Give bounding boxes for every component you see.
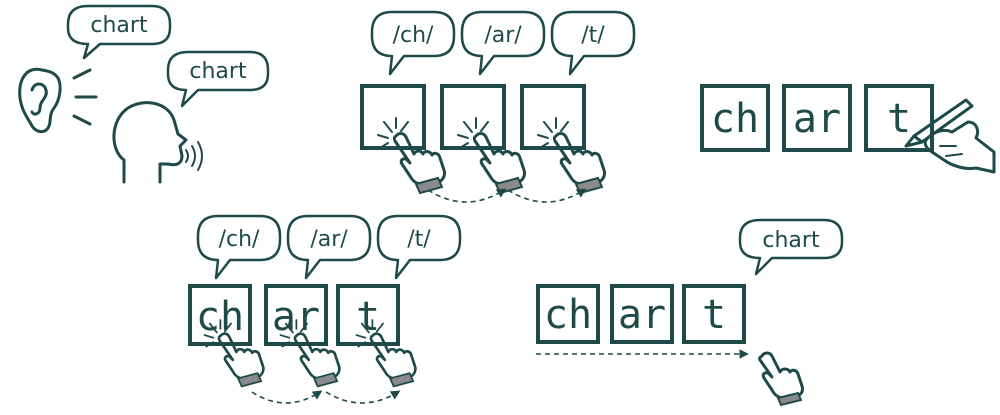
- sound-bubble-t: /t/: [376, 214, 462, 280]
- tap-sequence-arrow: [325, 390, 401, 404]
- ear-icon: [18, 67, 98, 134]
- step5-blend-word: chart ch ar t: [536, 218, 844, 407]
- sound-bubble-t-text: /t/: [407, 227, 431, 252]
- sound-bubble-ch: /ch/: [370, 10, 456, 76]
- sound-bubble-t-text: /t/: [581, 23, 605, 48]
- letter-box-1: [536, 284, 600, 344]
- letter-box-2: [264, 284, 328, 346]
- pointing-hand-icon: [758, 351, 804, 407]
- letter-box-2-text: ar: [793, 96, 841, 142]
- speaker-bubble-text: chart: [189, 59, 247, 84]
- sound-bubble-t: /t/: [550, 10, 636, 76]
- letter-box-3-text: t: [887, 96, 911, 142]
- step3-write-letters: ch ar t: [700, 84, 996, 174]
- letter-box-2: [782, 84, 852, 152]
- letter-box-1-text: ch: [544, 292, 592, 338]
- sound-bubble-ch-text: /ch/: [219, 227, 260, 252]
- sound-bubble-ar: /ar/: [286, 214, 372, 280]
- empty-sound-box-1: [360, 84, 426, 150]
- letter-box-1: [700, 84, 770, 152]
- empty-sound-box-3: [520, 84, 586, 150]
- speaking-head-icon: [112, 101, 203, 184]
- empty-sound-box-2: [440, 84, 506, 150]
- step4-tap-letters: /ch/ /ar/ /t/ ch ar t: [188, 214, 462, 404]
- letter-box-3: [682, 284, 746, 344]
- letter-box-3-text: t: [702, 292, 726, 338]
- speaker-speech-bubble: chart: [166, 50, 270, 108]
- ear-speech-bubble: chart: [66, 4, 172, 60]
- ear-bubble-text: chart: [90, 13, 148, 38]
- word-speech-bubble: chart: [738, 218, 844, 276]
- letter-box-2-text: ar: [272, 294, 320, 340]
- step2-tap-sounds: /ch/ /ar/ /t/: [360, 10, 636, 203]
- sound-bubble-ch-text: /ch/: [393, 23, 434, 48]
- writing-hand-icon: [904, 98, 996, 174]
- letter-box-3: [864, 84, 934, 152]
- letter-box-3: [336, 284, 400, 346]
- step1-hear-say: chart chart: [18, 4, 270, 184]
- tap-sequence-arrow: [507, 188, 587, 203]
- sound-bubble-ar-text: /ar/: [310, 227, 348, 252]
- word-bubble-text: chart: [762, 228, 820, 253]
- tap-sequence-arrow: [427, 188, 507, 203]
- letter-box-2-text: ar: [618, 292, 666, 338]
- sound-bubble-ar-text: /ar/: [484, 23, 522, 48]
- sound-bubble-ar: /ar/: [460, 10, 546, 76]
- letter-box-1-text: ch: [196, 294, 244, 340]
- tap-sequence-arrow: [251, 390, 323, 404]
- sound-bubble-ch: /ch/: [196, 214, 282, 280]
- letter-box-1-text: ch: [711, 96, 759, 142]
- letter-box-2: [610, 284, 674, 344]
- letter-box-1: [188, 284, 252, 346]
